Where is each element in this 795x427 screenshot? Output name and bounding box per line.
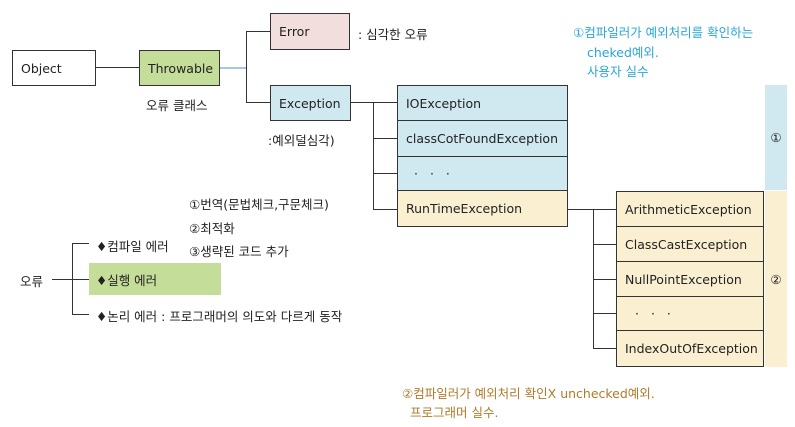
checked-note-line2: cheked예외. [587,45,659,60]
runtime-label: RunTimeException [406,201,523,216]
classnotfound-box: classCotFoundException [397,120,568,157]
connector-to-logic-error [72,314,89,315]
arithmetic-label: ArithmeticException [625,201,752,217]
connector-to-error [246,31,271,32]
connector-to-nullpoint [593,279,616,280]
error-box: Error [270,13,350,50]
error-label: Error [279,24,310,39]
arithmetic-box: ArithmeticException [616,191,764,227]
checked-marker-label: ① [770,130,782,145]
connector-throwable-trunk [246,31,247,103]
compile-step-3: ③생략된 코드 추가 [189,244,289,259]
checked-marker-bar: ① [765,85,787,190]
logic-error-label: ♦논리 에러 : 프로그래머의 의도와 다르게 동작 [96,309,343,324]
connector-errors-root [52,279,72,280]
compile-step-1: ①번역(문법체크,구문체크) [189,197,329,212]
indexoutof-label: IndexOutOfException [625,341,758,356]
connector-object-throwable [95,67,139,68]
connector-throwable-out [219,67,246,69]
object-box: Object [12,50,96,86]
connector-to-classnotfound [373,138,398,139]
classcast-label: ClassCastException [625,236,748,252]
throwable-label: Throwable [148,60,214,76]
nullpoint-label: NullPointException [625,271,742,287]
exception-box: Exception [270,85,351,121]
connector-to-arithmetic [593,209,616,210]
runtime-error-highlight: ♦실행 에러 [89,263,221,295]
unchecked-more-box: · · · [616,296,764,331]
compile-step-2: ②최적화 [189,221,235,236]
connector-to-unchecked-dots [593,313,616,314]
unchecked-marker-label: ② [770,271,782,287]
exception-description: :예외덜심각) [268,133,335,148]
unchecked-more-label: · · · [635,306,675,321]
error-description: : 심각한 오류 [358,27,428,42]
connector-to-checked-dots [373,173,398,174]
runtime-box: RunTimeException [397,190,568,227]
throwable-caption: 오류 클래스 [146,98,208,113]
object-label: Object [21,60,62,76]
error-types-root: 오류 [20,274,44,289]
checked-note-line1: ①컴파일러가 예외처리를 확인하는 [573,25,754,40]
connector-to-classcast [593,244,616,245]
connector-runtime-out [567,209,593,210]
exception-label: Exception [279,95,341,111]
classnotfound-label: classCotFoundException [406,131,558,146]
nullpoint-box: NullPointException [616,261,764,297]
checked-more-box: · · · [397,156,568,191]
throwable-box: Throwable [139,50,220,86]
compile-error-label: ♦컴파일 에러 [96,239,169,254]
connector-to-ioexception [373,102,398,103]
connector-exception-trunk [373,102,374,209]
ioexception-box: IOException [397,85,568,121]
connector-to-compile-error [72,243,89,244]
indexoutof-box: IndexOutOfException [616,330,764,367]
unchecked-note-line1: ②컴파일러가 예외처리 확인X unchecked예외. [402,386,655,401]
unchecked-marker-bar: ② [765,191,787,367]
unchecked-note-line2: 프로그래머 실수. [410,405,499,420]
classcast-box: ClassCastException [616,226,764,262]
connector-to-indexoutof [593,348,616,349]
checked-note-line3: 사용자 실수 [587,64,649,79]
runtime-error-label: ♦실행 에러 [96,272,158,288]
connector-exception-out [350,102,373,103]
checked-more-label: · · · [414,166,454,181]
ioexception-label: IOException [406,95,482,111]
connector-to-runtime [373,209,398,210]
connector-to-exception [246,102,271,103]
connector-to-runtime-error [72,279,89,280]
